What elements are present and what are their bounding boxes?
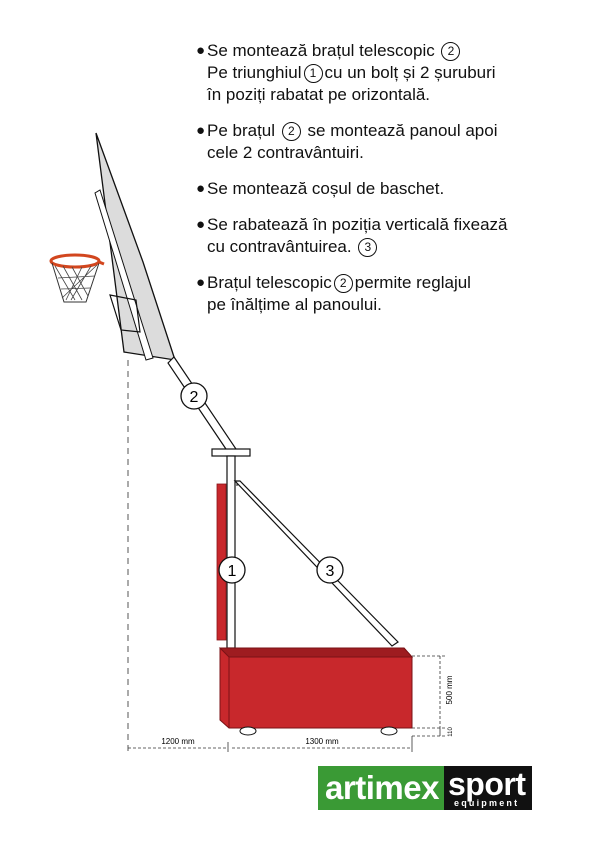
instruction-text: cele 2 contravântuiri. bbox=[207, 143, 364, 162]
instruction-text: Brațul telescopic bbox=[207, 273, 332, 292]
dimension-ground-clearance-label: 110 bbox=[448, 727, 454, 737]
basket-rim bbox=[49, 253, 101, 269]
bullet-icon: ● bbox=[196, 216, 206, 233]
instruction-step-mount-basket: ● Se montează coșul de baschet. bbox=[196, 178, 591, 200]
instruction-text: cu un bolț și 2 șuruburi bbox=[324, 63, 496, 82]
basket bbox=[49, 253, 105, 303]
backboard bbox=[94, 132, 176, 361]
instruction-text: Pe brațul bbox=[207, 121, 276, 140]
instruction-text: se montează panoul apoi bbox=[307, 121, 498, 140]
basket-net-mesh bbox=[54, 264, 98, 301]
instruction-text: permite reglajul bbox=[354, 273, 471, 292]
diagonal-brace bbox=[233, 480, 399, 647]
logo-tagline: equipment bbox=[454, 798, 520, 808]
dimension-base-length: 1300 mm bbox=[232, 736, 413, 752]
bullet-icon: ● bbox=[196, 180, 206, 197]
instruction-text: Se montează coșul de baschet. bbox=[207, 179, 445, 198]
instruction-line: în poziți rabatat pe orizontală. bbox=[207, 84, 591, 106]
instruction-line: Se montează brațul telescopic 2 bbox=[207, 40, 591, 62]
instruction-line: cu contravântuirea. 3 bbox=[207, 236, 591, 258]
dimension-base-height-label: 500 mm bbox=[445, 675, 454, 704]
logo-sport-block: sport equipment bbox=[444, 766, 532, 810]
artimex-sport-logo: artimex sport equipment bbox=[318, 766, 532, 810]
callout-upright-label: 1 bbox=[228, 563, 237, 580]
basket-net bbox=[51, 262, 100, 303]
instruction-step-raise-vertical: ● Se rabatează în poziția verticală fixe… bbox=[196, 214, 591, 258]
instruction-step-mount-arm: ● Se montează brațul telescopic 2 Pe tri… bbox=[196, 40, 591, 106]
instruction-text: Pe triunghiul bbox=[207, 63, 302, 82]
callout-brace-label: 3 bbox=[326, 563, 335, 580]
basket-bracket bbox=[98, 260, 105, 266]
instruction-step-mount-board: ● Pe brațul 2 se montează panoul apoi ce… bbox=[196, 120, 591, 164]
bullet-icon: ● bbox=[196, 274, 206, 291]
part-number-badge: 2 bbox=[333, 274, 353, 293]
part-number-badge: 3 bbox=[358, 238, 378, 257]
dimension-base-length-label: 1300 mm bbox=[305, 737, 339, 746]
instruction-list: ● Se montează brațul telescopic 2 Pe tri… bbox=[196, 40, 591, 330]
dimension-overhang-label: 1200 mm bbox=[161, 737, 195, 746]
instruction-text: Se montează brațul telescopic bbox=[207, 41, 435, 60]
post-cap bbox=[211, 448, 251, 457]
part-number-badge: 1 bbox=[303, 64, 323, 83]
instruction-line: Pe brațul 2 se montează panoul apoi bbox=[207, 120, 591, 142]
instruction-line: pe înălțime al panoului. bbox=[207, 294, 591, 316]
callout-arm-label: 2 bbox=[190, 389, 199, 406]
logo-brand: artimex bbox=[318, 766, 446, 810]
wheel-left bbox=[239, 726, 257, 736]
bullet-icon: ● bbox=[196, 42, 206, 59]
ballast-top bbox=[218, 647, 414, 658]
instruction-line: Se rabatează în poziția verticală fixeaz… bbox=[207, 214, 591, 236]
instruction-text: în poziți rabatat pe orizontală. bbox=[207, 85, 431, 104]
logo-sport: sport bbox=[448, 766, 526, 802]
dimension-base-height: 500 mm bbox=[412, 655, 454, 729]
instruction-line: Se montează coșul de baschet. bbox=[207, 178, 591, 200]
callout-brace: 3 bbox=[316, 556, 344, 584]
instruction-line: cele 2 contravântuiri. bbox=[207, 142, 591, 164]
bullet-icon: ● bbox=[196, 122, 206, 139]
backboard-target-box bbox=[109, 294, 141, 333]
callout-upright: 1 bbox=[218, 556, 246, 584]
dimension-overhang: 1200 mm bbox=[128, 737, 229, 752]
callout-arm: 2 bbox=[180, 382, 208, 410]
instruction-text: Se rabatează în poziția verticală fixeaz… bbox=[207, 215, 508, 234]
instruction-text: pe înălțime al panoului. bbox=[207, 295, 382, 314]
part-number-badge: 2 bbox=[281, 122, 301, 141]
dimension-ground-clearance: 110 bbox=[412, 727, 454, 737]
wheel-right bbox=[380, 726, 398, 736]
ballast-base bbox=[218, 647, 414, 736]
part-number-badge: 2 bbox=[441, 42, 461, 61]
instruction-text: cu contravântuirea. bbox=[207, 237, 352, 256]
